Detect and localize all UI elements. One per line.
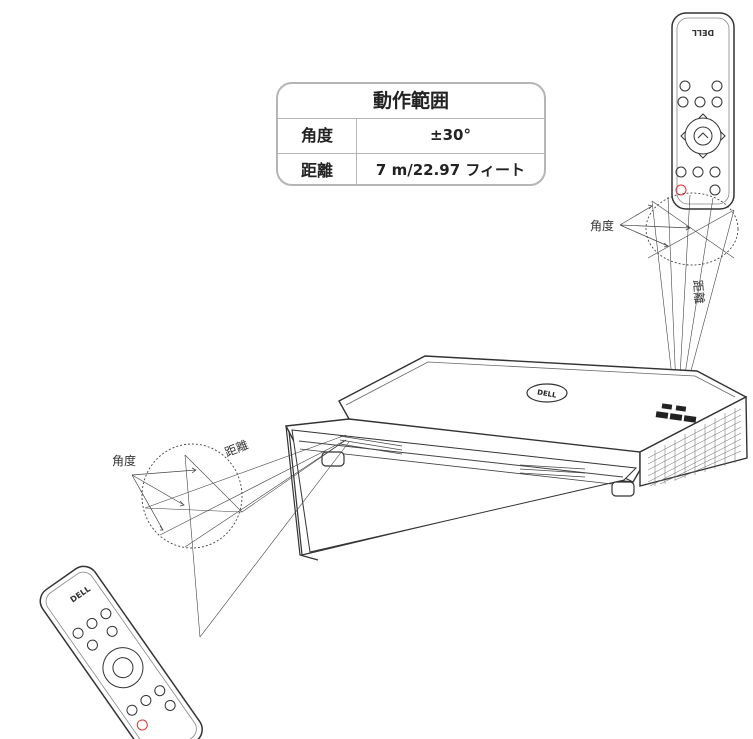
remote-bottom-btn [100, 608, 112, 620]
remote-bottom-btn [86, 639, 98, 651]
remote-top-btn [692, 166, 704, 178]
remote-top-logo: DELL [692, 28, 714, 37]
range-table-key: 距離 [278, 154, 357, 184]
angle-label-bottom: 角度 [112, 453, 136, 468]
projector-logo-text: DELL [537, 388, 558, 399]
projector-foot [611, 481, 635, 497]
remote-top-btn [709, 166, 721, 178]
remote-bottom-power-btn [136, 719, 148, 731]
remote-top-dpad-center [693, 126, 713, 146]
range-table-row: 距離 7 m/22.97 フィート [278, 154, 544, 184]
projector-bottom-vent [339, 435, 586, 478]
range-table-value: ±30° [430, 126, 471, 144]
remote-bottom: DELL [39, 565, 203, 739]
remote-top-btn [709, 184, 721, 196]
remote-top-btn [675, 166, 687, 178]
remote-bottom-btn [126, 704, 138, 716]
bottom-ir-range [131, 434, 350, 638]
remote-bottom-btn [86, 617, 98, 629]
range-table-title: 動作範囲 [278, 84, 544, 119]
remote-bottom-btn [72, 627, 84, 639]
projector: DELL [284, 355, 748, 561]
range-table-row: 角度 ±30° [278, 119, 544, 154]
remote-top-btn [679, 80, 691, 92]
remote-top-btn [677, 96, 689, 108]
remote-bottom-btn [140, 694, 152, 706]
distance-label-top: 距離 [690, 279, 706, 304]
remote-top-btn [711, 80, 723, 92]
remote-bottom-btn [154, 685, 166, 697]
remote-top-btn [711, 96, 723, 108]
projector-control-panel [655, 403, 697, 423]
range-table-key: 角度 [278, 119, 357, 153]
distance-label-bottom: 距離 [223, 438, 251, 460]
remote-bottom-dpad-center [112, 657, 134, 679]
projector-vent [647, 408, 742, 487]
operating-range-table: 動作範囲 角度 ±30° 距離 7 m/22.97 フィート [276, 82, 546, 186]
remote-top-dpad [684, 117, 722, 155]
remote-bottom-btn [164, 699, 176, 711]
angle-label-top: 角度 [590, 218, 614, 233]
remote-top: DELL [671, 12, 735, 210]
projector-logo [526, 383, 568, 403]
range-table-value: 7 m/22.97 フィート [375, 161, 526, 179]
remote-top-btn [694, 96, 706, 108]
remote-bottom-dpad [102, 647, 144, 689]
remote-top-power-btn [675, 184, 687, 196]
remote-bottom-btn [106, 625, 118, 637]
